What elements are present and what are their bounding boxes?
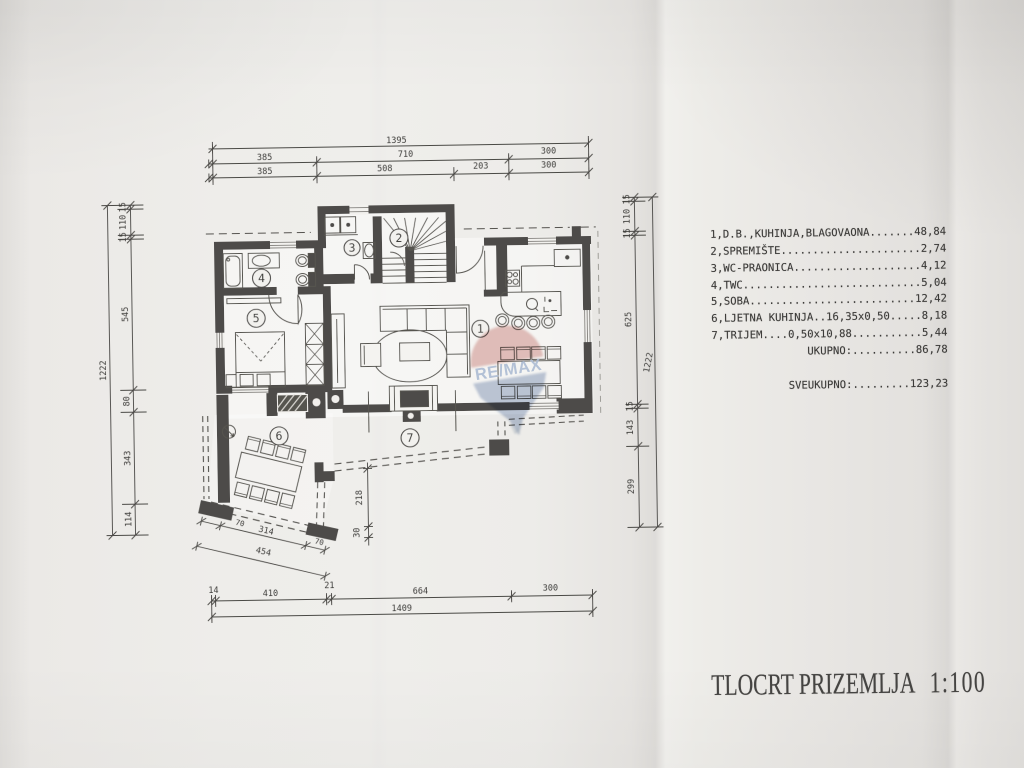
room-label-2: 2 [389, 228, 409, 248]
room-label-6: 6 [269, 426, 289, 446]
dim: 15 [623, 228, 633, 238]
title-scale: 1:100 [929, 665, 987, 700]
dim: 664 [413, 587, 429, 597]
dim: 508 [377, 164, 393, 174]
sofa [379, 304, 471, 378]
sliding-door-line [367, 391, 370, 433]
dim: 710 [398, 150, 414, 160]
dimension-labels: 1395 385 710 300 385 508 203 300 14 410 … [99, 136, 656, 614]
dim: 21 [324, 581, 334, 591]
toilet [295, 252, 316, 268]
dim-top-total: 1395 [386, 136, 407, 146]
tv-cabinet [388, 384, 439, 412]
bedroom-shelf [226, 297, 282, 305]
watermark-tail [510, 419, 522, 435]
nightstand [225, 374, 237, 389]
bedroom-door-arc [268, 294, 303, 326]
dim-right-total: 1222 [642, 352, 656, 374]
dim: 218 [355, 490, 365, 506]
svg-text:2: 2 [395, 231, 402, 245]
dim: 625 [624, 312, 634, 328]
kitchen-counter [484, 248, 581, 293]
room-labels: 1 2 3 4 5 6 7 [246, 228, 490, 448]
dim: 110 [622, 209, 632, 225]
bidet [295, 271, 317, 287]
kitchen-door-arc [455, 245, 484, 274]
dim: 15 [622, 194, 632, 204]
coffee-table [399, 342, 431, 362]
watermark-balloon-bottom [473, 372, 547, 436]
terrace-interior [207, 413, 334, 532]
dim: 203 [473, 162, 489, 172]
dim-left-total: 1222 [99, 360, 109, 381]
dim-bottom-total: 1409 [391, 604, 412, 614]
armchair [360, 342, 382, 368]
stove [504, 269, 521, 287]
hall-cabinet [330, 313, 346, 389]
dim: 385 [257, 167, 273, 177]
room-legend: 1,D.B.,KUHINJA,BLAGOVAONA.......48,84 2,… [700, 226, 948, 398]
svg-text:3: 3 [348, 241, 355, 255]
outdoor-shower [221, 424, 236, 439]
dim: 80 [122, 396, 132, 406]
round-columns [312, 395, 414, 419]
dim: 114 [124, 512, 134, 528]
bbq-counter [276, 393, 309, 413]
dimension-lines [101, 136, 664, 623]
drawing-title: TLOCRT PRIZEMLJA 1:100 [711, 665, 1014, 703]
dim: 545 [121, 307, 131, 323]
dim: 15 [119, 232, 129, 242]
title-text: TLOCRT PRIZEMLJA [711, 666, 916, 702]
doors [268, 245, 484, 433]
dim: 314 [257, 525, 274, 538]
terrace-table [233, 435, 307, 510]
bar-stools [495, 313, 556, 331]
dim: 70 [314, 536, 325, 547]
watermark-balloon-top [470, 325, 544, 368]
dim: 300 [541, 161, 557, 171]
dim: 410 [263, 589, 279, 599]
plan-group: 1 2 3 4 5 6 7 [99, 136, 664, 623]
laundry-sink [362, 241, 376, 260]
dim: 14 [208, 586, 218, 596]
pergola-dashed-lines [202, 226, 602, 534]
laundry-door-arc [353, 264, 371, 280]
dim: 343 [123, 451, 133, 467]
dim: 385 [257, 153, 273, 163]
dim: 70 [235, 518, 246, 529]
dim: 300 [543, 584, 559, 594]
bathtub [222, 252, 244, 290]
dim: 15 [118, 202, 128, 212]
dim: 299 [627, 479, 637, 495]
svg-text:5: 5 [253, 311, 260, 325]
dim: 300 [541, 147, 557, 157]
room-label-3: 3 [343, 239, 361, 257]
remax-watermark [470, 325, 547, 436]
dim: 30 [352, 527, 362, 537]
room-label-5: 5 [246, 308, 266, 328]
legend-grand-total: SVEUKUPNO:.........123,23 [788, 377, 949, 392]
svg-text:6: 6 [275, 429, 282, 443]
room-label-7: 7 [400, 428, 420, 448]
sliding-door-line-2 [454, 390, 457, 432]
bathroom-sink [247, 252, 280, 269]
washing-machines [323, 216, 358, 236]
room-label-4: 4 [251, 268, 272, 288]
dim: 15 [626, 401, 636, 411]
dim: 454 [255, 546, 272, 559]
dim: 143 [626, 420, 636, 436]
dim: 110 [119, 215, 129, 231]
kitchen-island [500, 290, 562, 317]
legend-total: UKUPNO:..........86,78 [807, 343, 948, 358]
svg-text:7: 7 [406, 431, 413, 445]
wardrobe [304, 322, 325, 386]
svg-text:4: 4 [258, 271, 265, 285]
bed [234, 331, 286, 389]
svg-text:1: 1 [477, 322, 484, 336]
